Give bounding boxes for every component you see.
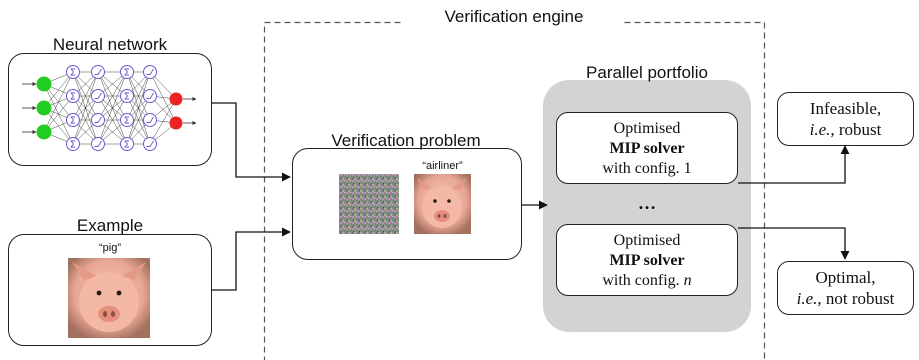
solver-n-line3: with config. n [556, 271, 738, 291]
activation-neuron [91, 113, 105, 127]
activation-glyph-icon [146, 116, 154, 123]
neural-network-label: Neural network [52, 35, 168, 54]
activation-glyph-icon [146, 92, 154, 99]
infeasible-line1: Infeasible, [809, 99, 882, 118]
solver-config-n-box [556, 224, 738, 296]
sigma-glyph-icon [70, 68, 75, 76]
activation-glyph-icon [146, 68, 154, 75]
optimal-line1: Optimal, [815, 268, 876, 287]
network-edge [72, 71, 99, 145]
network-edge [43, 95, 74, 133]
network-edge [126, 95, 151, 145]
example-box [8, 234, 212, 346]
solver-n-config-id: n [683, 272, 692, 289]
input-neuron [36, 76, 52, 92]
arrow-network-to-problem [212, 102, 291, 182]
network-edge [72, 71, 99, 121]
solver-1-line1: Optimised [613, 120, 681, 137]
solver-1-config-prefix: with config. [602, 160, 684, 177]
sigma-glyph-icon [70, 116, 75, 124]
optimal-line2: i.e., not robust [777, 288, 914, 309]
pig-image-small [414, 174, 471, 234]
sigma-glyph-icon [70, 140, 75, 148]
solver-config-n-text: Optimised MIP solver with config. n [556, 231, 738, 291]
neural-network-box [8, 53, 212, 166]
activation-neuron [91, 89, 105, 103]
input-neuron [36, 124, 52, 140]
network-edge [97, 95, 128, 145]
solver-1-line3: with config. 1 [556, 159, 738, 179]
arrow-solvern-to-optimal [738, 227, 850, 260]
network-nodes [36, 65, 183, 151]
result-infeasible-box [777, 92, 914, 146]
result-optimal-text: Optimal, i.e., not robust [777, 267, 914, 309]
network-edge [97, 71, 128, 121]
solver-n-line2: MIP solver [609, 252, 685, 269]
activation-glyph-icon [94, 140, 102, 147]
network-edge [43, 71, 74, 109]
network-edge [97, 71, 128, 145]
solver-n-line1: Optimised [613, 232, 681, 249]
result-optimal-box [777, 261, 914, 315]
network-edge [149, 98, 177, 145]
activation-glyph-icon [94, 68, 102, 75]
example-image-caption: “pig” [98, 242, 121, 254]
optimal-ie: i.e., [796, 289, 822, 308]
optimal-verdict: not robust [821, 289, 895, 308]
activation-neuron [143, 137, 157, 151]
solver-1-line2: MIP solver [609, 140, 685, 157]
adversarial-noise-image [339, 174, 399, 234]
arrow-example-to-problem [212, 227, 291, 291]
sigma-glyph-icon [124, 140, 129, 148]
sigma-glyph-icon [70, 92, 75, 100]
activation-neuron [91, 65, 105, 79]
infeasible-verdict: robust [834, 120, 882, 139]
infeasible-line2: i.e., robust [777, 119, 914, 140]
infeasible-ie: i.e., [809, 120, 835, 139]
example-label: Example [76, 216, 144, 235]
solver-config-1-box [556, 112, 738, 184]
result-infeasible-text: Infeasible, i.e., robust [777, 98, 914, 140]
activation-glyph-icon [94, 92, 102, 99]
input-neuron [36, 100, 52, 116]
network-edge [72, 95, 99, 145]
solver-config-1-text: Optimised MIP solver with config. 1 [556, 119, 738, 179]
activation-neuron [143, 65, 157, 79]
arrow-solver1-to-infeasible [738, 145, 850, 184]
output-neuron [169, 116, 183, 130]
sigma-glyph-icon [124, 92, 129, 100]
parallel-portfolio-label: Parallel portfolio [586, 63, 708, 82]
pig-image-large [68, 258, 150, 338]
activation-glyph-icon [94, 116, 102, 123]
portfolio-ellipsis: … [638, 193, 656, 213]
verification-engine-label: Verification engine [404, 7, 624, 27]
activation-neuron [91, 137, 105, 151]
verification-problem-box [292, 148, 522, 260]
target-class-caption: “airliner” [422, 160, 463, 172]
network-edge [43, 71, 74, 133]
network-edge [126, 71, 151, 121]
activation-glyph-icon [146, 140, 154, 147]
sigma-glyph-icon [124, 116, 129, 124]
activation-neuron [143, 113, 157, 127]
sigma-glyph-icon [124, 68, 129, 76]
activation-neuron [143, 89, 157, 103]
solver-1-config-id: 1 [683, 160, 692, 177]
network-edge [126, 71, 151, 145]
solver-n-config-prefix: with config. [602, 272, 684, 289]
output-neuron [169, 92, 183, 106]
verification-problem-label: Verification problem [331, 131, 481, 150]
